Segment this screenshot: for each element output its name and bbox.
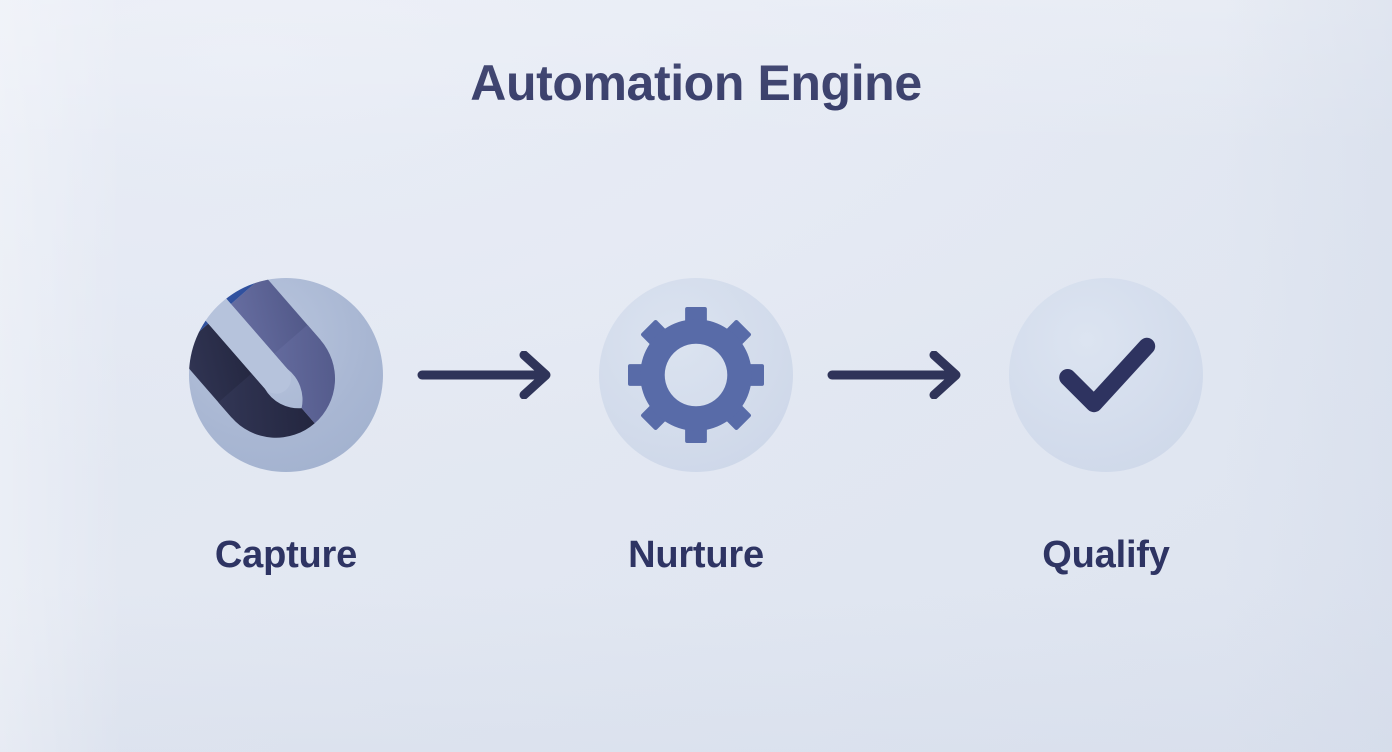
- nurture-icon-badge: [599, 278, 793, 472]
- magnet-icon: [189, 278, 336, 438]
- step-label-nurture: Nurture: [628, 534, 764, 576]
- process-flow-row: [0, 265, 1392, 485]
- capture-icon-badge: [189, 278, 383, 472]
- checkmark-icon: [1059, 337, 1156, 413]
- step-capture[interactable]: [185, 274, 387, 476]
- step-qualify[interactable]: [1005, 274, 1207, 476]
- step-label-qualify: Qualify: [1042, 534, 1170, 576]
- step-label-capture: Capture: [214, 534, 358, 576]
- process-flow-labels: Capture Nurture Qualify: [0, 527, 1392, 607]
- arrow-right-icon: [417, 351, 551, 399]
- arrow-right-icon: [827, 351, 961, 399]
- step-nurture[interactable]: [595, 274, 797, 476]
- page-title: Automation Engine: [470, 55, 922, 111]
- qualify-icon-badge: [1009, 278, 1203, 472]
- connector-capture-nurture: [387, 345, 595, 405]
- gear-icon: [628, 307, 764, 443]
- connector-nurture-qualify: [797, 345, 1005, 405]
